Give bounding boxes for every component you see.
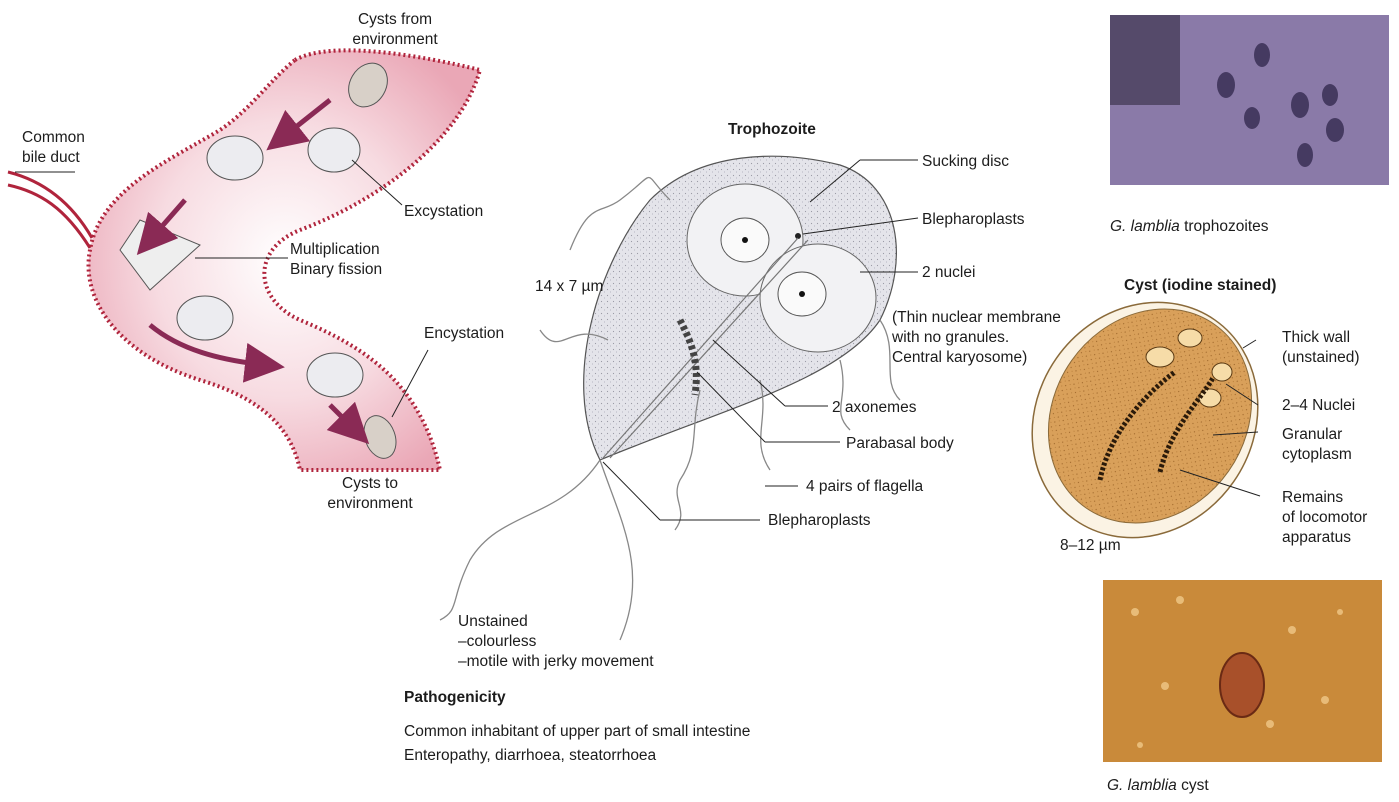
label-multiplication: Multiplication Binary fission bbox=[290, 240, 382, 280]
caption-trophozoites: G. lamblia trophozoites bbox=[1110, 217, 1269, 237]
pathogenicity-text: Common inhabitant of upper part of small… bbox=[404, 720, 750, 768]
cyst-nucleus-1 bbox=[1146, 347, 1174, 367]
cyst-size: 8–12 µm bbox=[1060, 536, 1121, 556]
pathogenicity-title: Pathogenicity bbox=[404, 688, 506, 708]
label-remains-locomotor: Remains of locomotor apparatus bbox=[1282, 488, 1367, 548]
label-cysts-to-environment: Cysts to environment bbox=[310, 474, 430, 514]
photo-cyst bbox=[1103, 580, 1382, 762]
label-sucking-disc: Sucking disc bbox=[922, 152, 1009, 172]
label-blepharoplasts-bottom: Blepharoplasts bbox=[768, 511, 871, 531]
lumen-trophozoite-1 bbox=[207, 136, 263, 180]
label-2-axonemes: 2 axonemes bbox=[832, 398, 916, 418]
intestine-illustration bbox=[8, 50, 480, 470]
cyst-nucleus-2 bbox=[1178, 329, 1202, 347]
label-thick-wall: Thick wall (unstained) bbox=[1282, 328, 1360, 368]
lumen-trophozoite-4 bbox=[307, 353, 363, 397]
trophozoite-title: Trophozoite bbox=[728, 120, 816, 140]
label-4-pairs-flagella: 4 pairs of flagella bbox=[806, 477, 923, 497]
label-common-bile-duct: Common bile duct bbox=[22, 128, 85, 168]
label-encystation: Encystation bbox=[424, 324, 504, 344]
label-nuclei-note: (Thin nuclear membrane with no granules.… bbox=[892, 308, 1061, 368]
cyst-title: Cyst (iodine stained) bbox=[1124, 276, 1276, 296]
lumen-trophozoite-2 bbox=[308, 128, 360, 172]
label-cyst-nuclei: 2–4 Nuclei bbox=[1282, 396, 1355, 416]
cyst-nucleus-3 bbox=[1212, 363, 1232, 381]
cyst-illustration bbox=[987, 258, 1304, 582]
label-granular-cytoplasm: Granular cytoplasm bbox=[1282, 425, 1352, 465]
bile-duct bbox=[8, 172, 92, 238]
lumen-trophozoite-3 bbox=[177, 296, 233, 340]
label-unstained: Unstained –colourless –motile with jerky… bbox=[458, 612, 654, 672]
label-parabasal-body: Parabasal body bbox=[846, 434, 954, 454]
label-cysts-from-environment: Cysts from environment bbox=[340, 10, 450, 50]
label-excystation: Excystation bbox=[404, 202, 483, 222]
trophozoite-size: 14 x 7 µm bbox=[535, 277, 603, 297]
label-2-nuclei: 2 nuclei bbox=[922, 263, 975, 283]
photo-trophozoites bbox=[1110, 15, 1389, 185]
caption-cyst: G. lamblia cyst bbox=[1107, 776, 1209, 796]
label-blepharoplasts-top: Blepharoplasts bbox=[922, 210, 1025, 230]
